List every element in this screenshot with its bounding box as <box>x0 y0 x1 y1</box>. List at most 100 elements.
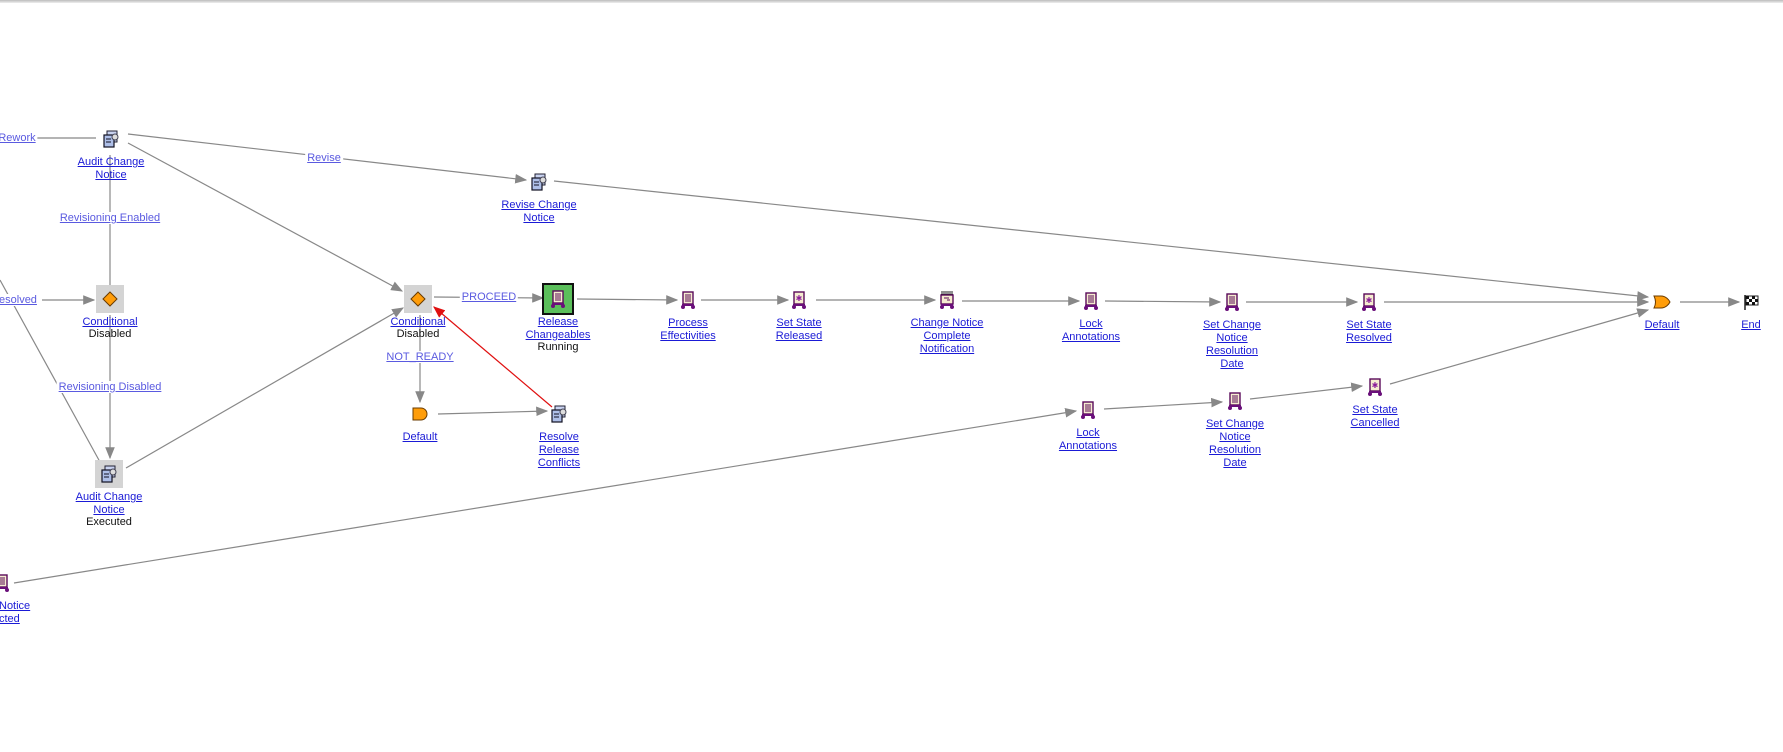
conditional-diamond-icon[interactable] <box>96 285 124 313</box>
notification-robot-icon[interactable] <box>933 286 961 314</box>
edge-label-proceed[interactable]: PROCEED <box>459 291 519 303</box>
workflow-node-default2[interactable]: Default <box>1607 288 1717 331</box>
edge-label-rev-disabled[interactable]: Revisioning Disabled <box>56 381 164 393</box>
node-label[interactable]: Audit Change <box>77 156 145 168</box>
and-gate-icon[interactable] <box>406 400 434 428</box>
node-label[interactable]: Notification <box>919 343 975 355</box>
svg-text:✱: ✱ <box>796 294 803 303</box>
node-label[interactable]: Conditional <box>390 316 446 328</box>
node-label[interactable]: Resolution <box>1206 345 1258 357</box>
node-label[interactable]: Changeables <box>525 329 591 341</box>
node-label[interactable]: Released <box>775 330 823 342</box>
node-label[interactable]: Lock <box>1076 427 1100 439</box>
node-label[interactable]: Complete <box>923 330 971 342</box>
transition-edge <box>1103 397 1224 410</box>
node-label[interactable]: Annotations <box>1058 440 1118 452</box>
node-label[interactable]: Date <box>1223 457 1247 469</box>
node-status: Executed <box>86 516 132 528</box>
set-state-icon[interactable]: ✱ <box>1355 288 1383 316</box>
transition-edge <box>125 307 405 469</box>
node-label[interactable]: Release <box>537 316 579 328</box>
conditional-diamond-icon[interactable] <box>404 285 432 313</box>
or-gate-icon[interactable] <box>1648 288 1676 316</box>
node-label[interactable]: Revise Change <box>501 199 577 211</box>
node-label[interactable]: Set State <box>1352 404 1398 416</box>
edge-label-resolved[interactable]: Resolved <box>0 294 39 306</box>
node-label[interactable]: Default <box>402 431 438 443</box>
activity-document-icon[interactable] <box>525 168 553 196</box>
node-label[interactable]: Set Change <box>1202 319 1262 331</box>
transition-edge <box>0 279 101 463</box>
node-label[interactable]: cted <box>0 613 20 625</box>
workflow-node-default1[interactable]: Default <box>365 400 475 443</box>
node-label[interactable]: Effectivities <box>660 330 716 342</box>
node-label[interactable]: Conditional <box>82 316 138 328</box>
transition-edge <box>553 180 1650 301</box>
node-label[interactable]: Resolve <box>539 431 579 443</box>
activity-document-icon[interactable] <box>97 125 125 153</box>
edge-label-not-ready[interactable]: NOT_READY <box>384 351 456 363</box>
node-label[interactable]: Resolution <box>1209 444 1261 456</box>
node-label[interactable]: End <box>1741 319 1761 331</box>
edge-label-rework[interactable]: Rework <box>0 132 38 144</box>
workflow-node-end[interactable]: End <box>1696 288 1783 331</box>
node-label[interactable]: Notice <box>93 504 125 516</box>
node-label[interactable]: Notice <box>1219 431 1251 443</box>
activity-document-icon[interactable] <box>95 460 123 488</box>
transition-edge <box>1249 382 1364 400</box>
node-label[interactable]: Annotations <box>1061 331 1121 343</box>
robot-document-icon[interactable] <box>1074 396 1102 424</box>
node-label[interactable]: Date <box>1220 358 1244 370</box>
node-label[interactable]: Default <box>1644 319 1680 331</box>
node-label[interactable]: Notice <box>1216 332 1248 344</box>
robot-document-icon[interactable] <box>1221 387 1249 415</box>
edge-label-rev-enabled[interactable]: Revisioning Enabled <box>57 212 163 224</box>
robot-document-icon[interactable] <box>674 286 702 314</box>
node-label[interactable]: Process <box>668 317 708 329</box>
node-label[interactable]: Notice <box>523 212 555 224</box>
robot-document-icon[interactable] <box>542 283 574 315</box>
robot-document-icon[interactable] <box>0 569 16 597</box>
robot-document-icon[interactable] <box>1218 288 1246 316</box>
node-label[interactable]: Resolved <box>1346 332 1392 344</box>
node-label[interactable]: Audit Change <box>75 491 143 503</box>
activity-document-icon[interactable] <box>545 400 573 428</box>
checkered-flag-icon[interactable] <box>1737 288 1765 316</box>
node-label[interactable]: Set State <box>776 317 822 329</box>
transition-edge <box>1389 308 1650 385</box>
transition-edge <box>576 295 679 305</box>
node-label[interactable]: Change Notice <box>910 317 984 329</box>
node-label[interactable]: Notice <box>0 600 31 612</box>
node-label[interactable]: Set Change <box>1205 418 1265 430</box>
node-label[interactable]: Set State <box>1346 319 1392 331</box>
robot-document-icon[interactable] <box>1077 287 1105 315</box>
set-state-icon[interactable]: ✱ <box>785 286 813 314</box>
svg-text:✱: ✱ <box>1372 381 1379 390</box>
node-status: Running <box>537 341 579 353</box>
edge-label-revise[interactable]: Revise <box>305 152 343 164</box>
node-label[interactable]: Cancelled <box>1350 417 1400 429</box>
node-label[interactable]: Release <box>538 444 580 456</box>
node-label[interactable]: Conflicts <box>537 457 581 469</box>
node-label[interactable]: Notice <box>95 169 127 181</box>
set-state-icon[interactable]: ✱ <box>1361 373 1389 401</box>
node-label[interactable]: Lock <box>1079 318 1103 330</box>
